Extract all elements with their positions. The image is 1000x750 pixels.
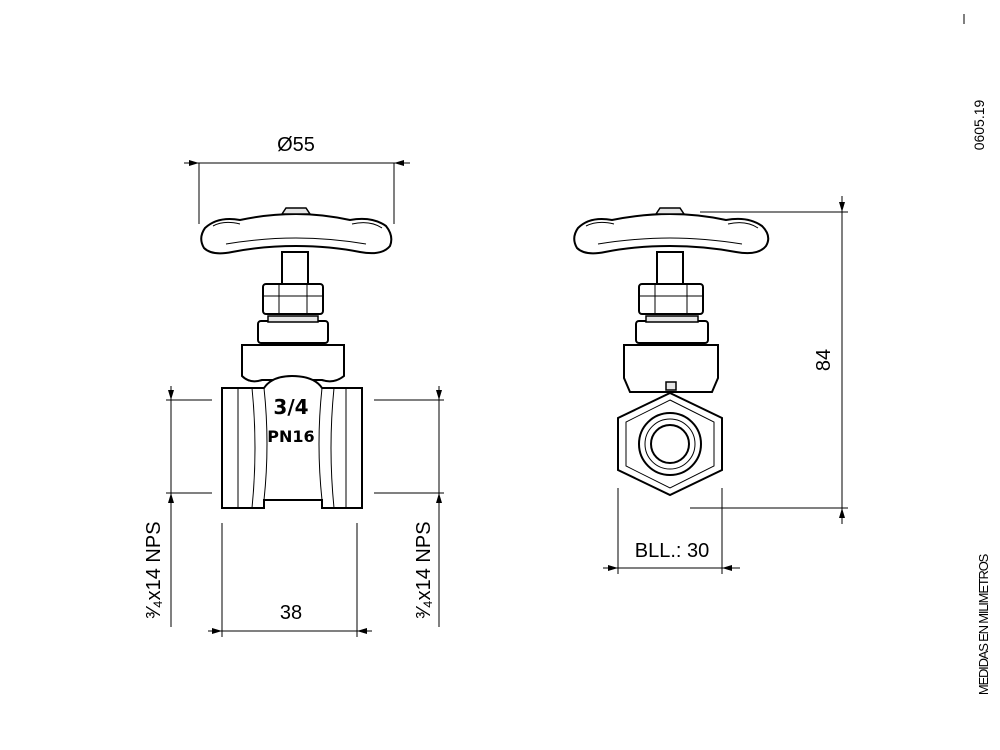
dim-body-length: 38 bbox=[208, 523, 372, 637]
dim-height-label: 84 bbox=[813, 349, 835, 371]
front-bonnet bbox=[241, 344, 345, 383]
front-view: 3/4 PN16 Ø55 ³⁄₄x14 NPS ³⁄₄x14 bbox=[143, 134, 444, 637]
dim-body-length-label: 38 bbox=[280, 602, 302, 624]
side-bonnet-pin bbox=[665, 381, 677, 391]
body-mark-size: 3/4 bbox=[273, 395, 308, 419]
side-packing-nut bbox=[638, 283, 704, 315]
dim-hex-across-flats: BLL.: 30 bbox=[603, 488, 740, 574]
side-stem bbox=[656, 251, 684, 285]
dim-thread-left-label: ³⁄₄x14 NPS bbox=[143, 521, 165, 618]
body-mark-pressure: PN16 bbox=[267, 427, 314, 446]
drawing-code: 0605.19 bbox=[971, 99, 987, 150]
dim-handwheel-diameter: Ø55 bbox=[184, 134, 410, 224]
front-body bbox=[221, 374, 363, 509]
dim-thread-right: ³⁄₄x14 NPS bbox=[374, 386, 444, 627]
side-bonnet-nut bbox=[635, 315, 709, 344]
front-bonnet-nut bbox=[257, 315, 329, 344]
dim-hex-across-flats-label: BLL.: 30 bbox=[635, 540, 710, 562]
dim-handwheel-diameter-label: Ø55 bbox=[277, 134, 315, 156]
side-handwheel bbox=[573, 207, 770, 255]
side-bonnet bbox=[623, 344, 719, 393]
dim-thread-right-label: ³⁄₄x14 NPS bbox=[413, 521, 435, 618]
units-note: MEDIDAS EN MILIMETROS bbox=[976, 553, 991, 695]
front-stem bbox=[281, 251, 309, 285]
front-handwheel bbox=[200, 207, 393, 255]
front-packing-nut bbox=[262, 283, 324, 315]
side-view: 84 BLL.: 30 bbox=[573, 196, 848, 574]
side-hex-end bbox=[617, 391, 723, 497]
dim-thread-left: ³⁄₄x14 NPS bbox=[143, 386, 212, 627]
dim-height: 84 bbox=[690, 196, 848, 524]
